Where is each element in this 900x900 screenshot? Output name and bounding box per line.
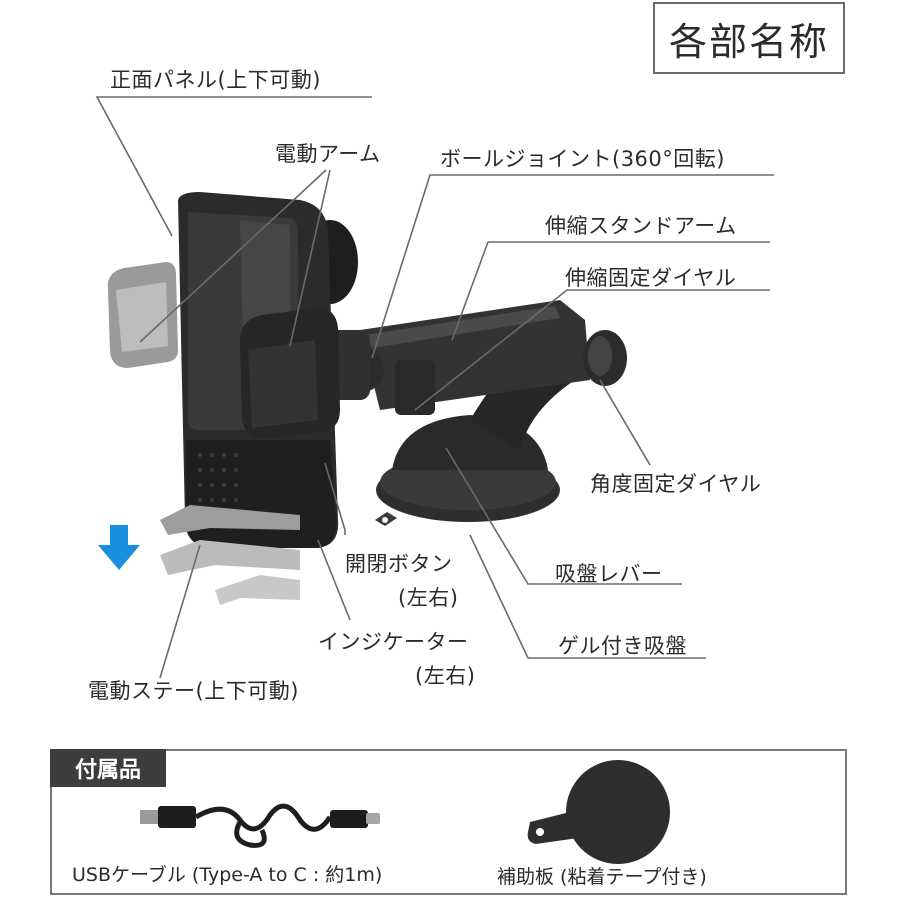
usb-cable-label: USBケーブル (Type-A to C : 約1m) [72, 864, 383, 886]
page-title: 各部名称 [653, 2, 845, 74]
label-telescopic-dial: 伸縮固定ダイヤル [565, 266, 737, 290]
label-open-close-button: 開閉ボタン [345, 552, 453, 576]
label-telescopic-arm: 伸縮スタンドアーム [545, 214, 737, 238]
label-open-close-sides: (左右) [398, 586, 459, 610]
down-arrow-icon [98, 525, 140, 570]
label-suction-lever: 吸盤レバー [555, 562, 663, 586]
support-plate-label: 補助板 (粘着テープ付き) [497, 866, 707, 888]
phone-holder-illustration [107, 192, 358, 548]
label-front-panel: 正面パネル(上下可動) [110, 68, 321, 92]
label-motor-stay: 電動ステー(上下可動) [88, 679, 299, 703]
accessories-heading: 付属品 [50, 749, 166, 787]
label-motor-arm: 電動アーム [275, 142, 381, 166]
accessories-box [50, 749, 847, 895]
motor-stay-illustration [160, 505, 300, 605]
label-angle-dial: 角度固定ダイヤル [590, 472, 762, 496]
label-indicator: インジケーター [318, 630, 469, 654]
leader-lines [95, 96, 774, 679]
label-ball-joint: ボールジョイント(360°回転) [440, 147, 725, 171]
label-gel-suction: ゲル付き吸盤 [558, 634, 687, 658]
suction-base-illustration [375, 415, 560, 526]
label-indicator-sides: (左右) [415, 664, 476, 688]
stand-arm-illustration [360, 300, 627, 450]
